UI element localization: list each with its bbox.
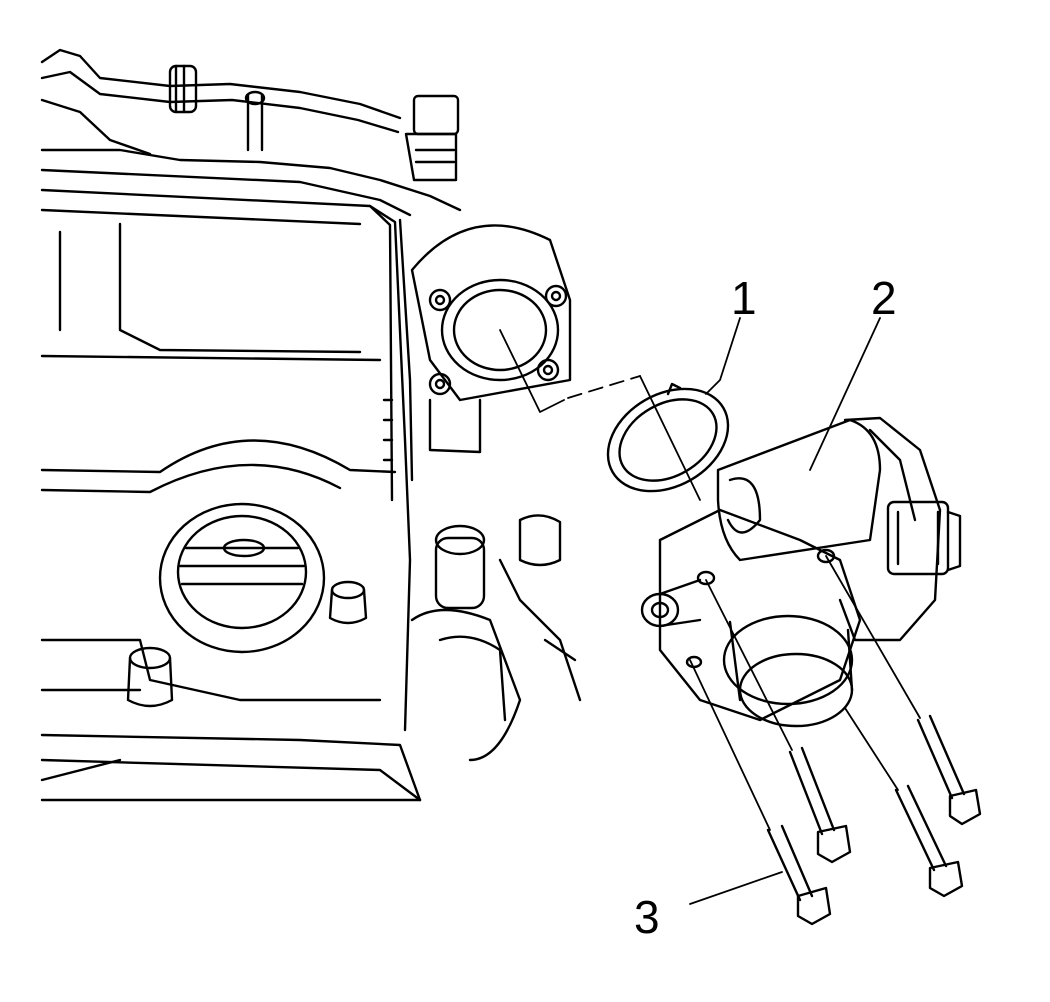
cam-cover [40, 90, 462, 217]
callout-1-leader [705, 317, 741, 395]
callout-2-leader [809, 317, 881, 471]
throttle-body [640, 416, 962, 728]
seal-alignment-line-dashed [567, 375, 641, 399]
manifold-bolt-2 [328, 580, 368, 625]
seal-alignment-line-2 [639, 375, 701, 501]
throttle-body-bolt [916, 714, 982, 826]
callout-1-label: 1 [731, 272, 757, 324]
callout-3-label: 3 [634, 891, 660, 943]
coolant-components [410, 514, 582, 762]
throttle-body-bolts [689, 555, 982, 926]
leader-lines [499, 317, 881, 905]
callout-2-label: 2 [871, 272, 897, 324]
manifold-bolt-1 [126, 646, 174, 708]
throttle-body-bolt [894, 784, 964, 898]
oil-filler-cap [158, 502, 326, 654]
intake-manifold [40, 188, 422, 802]
throttle-body-seal [606, 382, 730, 493]
intake-inlet-flange [398, 218, 572, 482]
engine-assembly [40, 48, 582, 802]
throttle-body-bolt [766, 824, 832, 926]
wiring-harness [40, 48, 460, 182]
callout-3-leader [689, 871, 783, 905]
throttle-body-bolt [788, 746, 852, 864]
seal-alignment-line [499, 329, 565, 413]
